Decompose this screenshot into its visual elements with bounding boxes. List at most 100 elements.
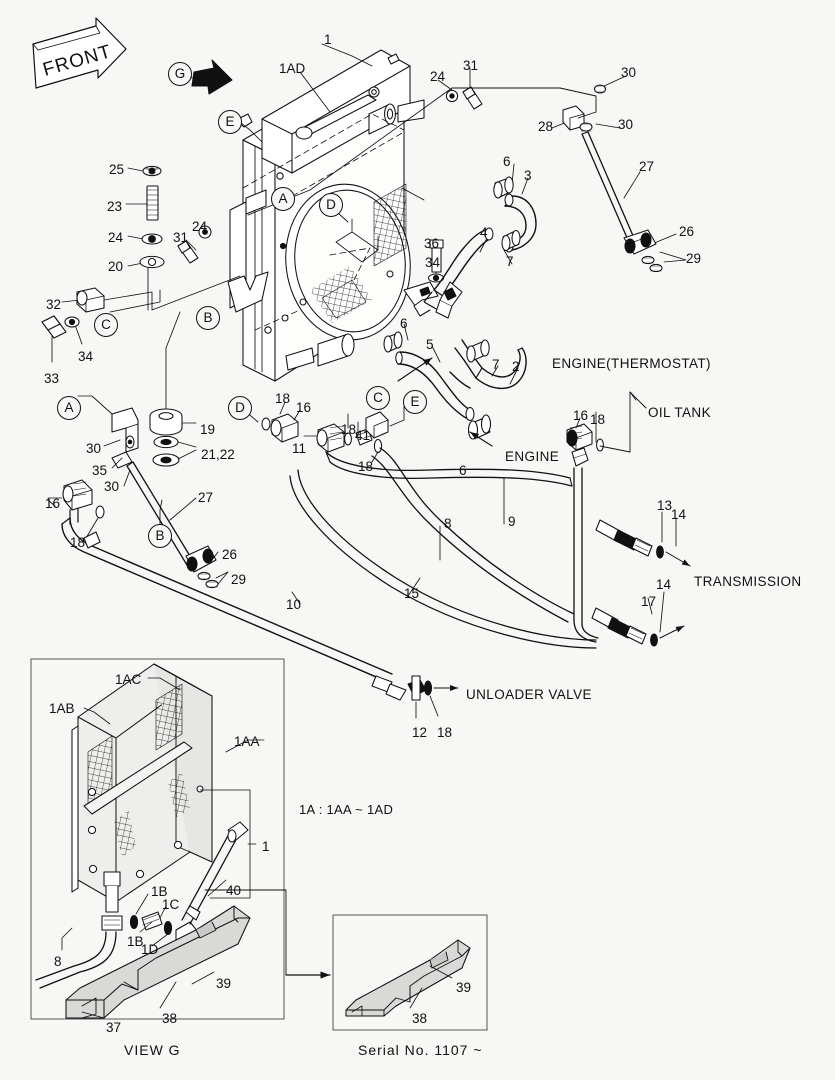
part-number-14: 14 — [656, 577, 672, 592]
destination-arrows — [397, 357, 493, 447]
part-number-18: 18 — [358, 459, 374, 474]
part-number-31: 31 — [173, 230, 189, 245]
part-number-40: 40 — [226, 883, 242, 898]
part-number-30: 30 — [618, 117, 634, 132]
callout-balloon-c: C — [366, 386, 390, 410]
part-number-38: 38 — [162, 1011, 178, 1026]
part-number-38: 38 — [412, 1011, 428, 1026]
part-number-8: 8 — [444, 516, 452, 531]
destination-label-unloader-valve: UNLOADER VALVE — [466, 687, 592, 702]
part-number-15: 15 — [404, 586, 420, 601]
part-number-30: 30 — [104, 479, 120, 494]
hose-vertical-oiltank — [566, 391, 647, 643]
part-number-1ac: 1AC — [115, 672, 142, 687]
part-number-28: 28 — [538, 119, 554, 134]
fitting-13-14 — [591, 511, 691, 647]
part-number-12: 12 — [412, 725, 428, 740]
serial-panel — [204, 889, 488, 1031]
part-number-19: 19 — [200, 422, 216, 437]
callout-balloon-g: G — [168, 62, 192, 86]
part-number-27: 27 — [639, 159, 655, 174]
destination-label-transmission: TRANSMISSION — [694, 574, 802, 589]
part-number-24: 24 — [108, 230, 124, 245]
part-number-34: 34 — [425, 255, 441, 270]
callout-balloon-b: B — [196, 306, 220, 330]
part-number-29: 29 — [231, 572, 247, 587]
part-number-2: 2 — [512, 359, 520, 374]
part-number-1: 1 — [262, 839, 270, 854]
part-number-23: 23 — [107, 199, 123, 214]
part-number-6: 6 — [400, 316, 408, 331]
callout-balloon-e: E — [403, 390, 427, 414]
callout-balloon-a: A — [57, 396, 81, 420]
callout-balloon-d: D — [319, 193, 343, 217]
hose-2 — [435, 281, 527, 389]
part-number-16: 16 — [296, 400, 312, 415]
view-g-caption: VIEW G — [124, 1042, 181, 1058]
subassembly-note: 1A : 1AA ~ 1AD — [299, 802, 394, 817]
part-number-14: 14 — [671, 507, 687, 522]
part-number-9: 9 — [508, 514, 516, 529]
part-number-8: 8 — [54, 954, 62, 969]
part-number-32: 32 — [46, 297, 62, 312]
destination-label-oil-tank: OIL TANK — [648, 405, 711, 420]
part-number-18: 18 — [341, 422, 357, 437]
part-number-33: 33 — [44, 371, 60, 386]
part-number-36: 36 — [424, 236, 440, 251]
elbow-16-D — [243, 401, 301, 443]
hose-8 — [371, 447, 575, 623]
part-number-6: 6 — [503, 154, 511, 169]
unloader-fitting — [407, 675, 459, 719]
callout-balloon-c: C — [94, 313, 118, 337]
radiator-assembly — [227, 49, 439, 382]
part-number-16: 16 — [573, 408, 589, 423]
rod-27-lower — [126, 461, 229, 589]
part-number-18: 18 — [70, 535, 86, 550]
part-number-17: 17 — [641, 594, 657, 609]
part-number-1: 1 — [324, 32, 332, 47]
callout-balloon-e: E — [218, 110, 242, 134]
part-number-21,22: 21,22 — [201, 447, 235, 462]
part-number-18: 18 — [437, 725, 453, 740]
serial-no-caption: Serial No. 1107 ~ — [358, 1042, 483, 1058]
part-number-20: 20 — [108, 259, 124, 274]
fastener-stack-left — [139, 165, 165, 269]
callout-balloon-a: A — [271, 187, 295, 211]
part-number-25: 25 — [109, 162, 125, 177]
part-number-34: 34 — [78, 349, 94, 364]
part-number-35: 35 — [92, 463, 108, 478]
part-number-3: 3 — [524, 168, 532, 183]
part-number-18: 18 — [590, 412, 606, 427]
part-number-1b: 1B — [151, 884, 168, 899]
part-number-26: 26 — [679, 224, 695, 239]
callout-balloon-d: D — [228, 396, 252, 420]
part-number-24: 24 — [430, 69, 446, 84]
bolt-31 — [177, 225, 212, 264]
elbow-32 — [41, 287, 105, 339]
part-number-1ad: 1AD — [279, 61, 306, 76]
part-number-16: 16 — [45, 496, 61, 511]
part-number-1aa: 1AA — [234, 734, 260, 749]
rod-27-assembly — [451, 84, 663, 273]
part-number-27: 27 — [198, 490, 214, 505]
bushing-19 — [149, 311, 197, 467]
part-number-31: 31 — [463, 58, 479, 73]
part-number-37: 37 — [106, 1020, 122, 1035]
part-number-1c: 1C — [162, 897, 180, 912]
destination-label-engine-thermostat: ENGINE(THERMOSTAT) — [552, 356, 711, 371]
elbow-E — [365, 401, 405, 439]
elbow-16-left — [47, 479, 105, 539]
part-number-24: 24 — [192, 219, 208, 234]
view-g-panel — [30, 658, 285, 1020]
part-number-30: 30 — [86, 441, 102, 456]
part-number-4: 4 — [480, 225, 488, 240]
part-number-1d: 1D — [141, 942, 159, 957]
hose-15 — [289, 469, 597, 649]
bracket-A — [77, 395, 139, 487]
part-number-39: 39 — [216, 976, 232, 991]
part-number-29: 29 — [686, 251, 702, 266]
part-number-6: 6 — [459, 463, 467, 478]
part-number-7: 7 — [492, 357, 500, 372]
